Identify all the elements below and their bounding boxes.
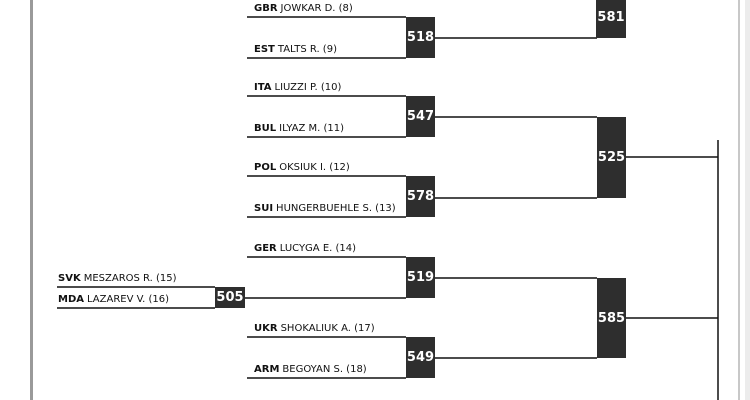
bout-box-505: 505 xyxy=(215,287,245,308)
page-edge xyxy=(745,0,750,400)
bout-box-525: 525 xyxy=(597,117,626,198)
bout-box-518: 518 xyxy=(406,17,435,58)
bout-box-578: 578 xyxy=(406,176,435,217)
frame-right-border xyxy=(738,0,740,400)
bout-box-519: 519 xyxy=(406,257,435,298)
bout-box-547: 547 xyxy=(406,96,435,137)
bout-box-581: 581 xyxy=(596,0,626,38)
bout-box-549: 549 xyxy=(406,337,435,378)
frame-left-border xyxy=(30,0,33,400)
bout-box-585: 585 xyxy=(597,278,626,358)
